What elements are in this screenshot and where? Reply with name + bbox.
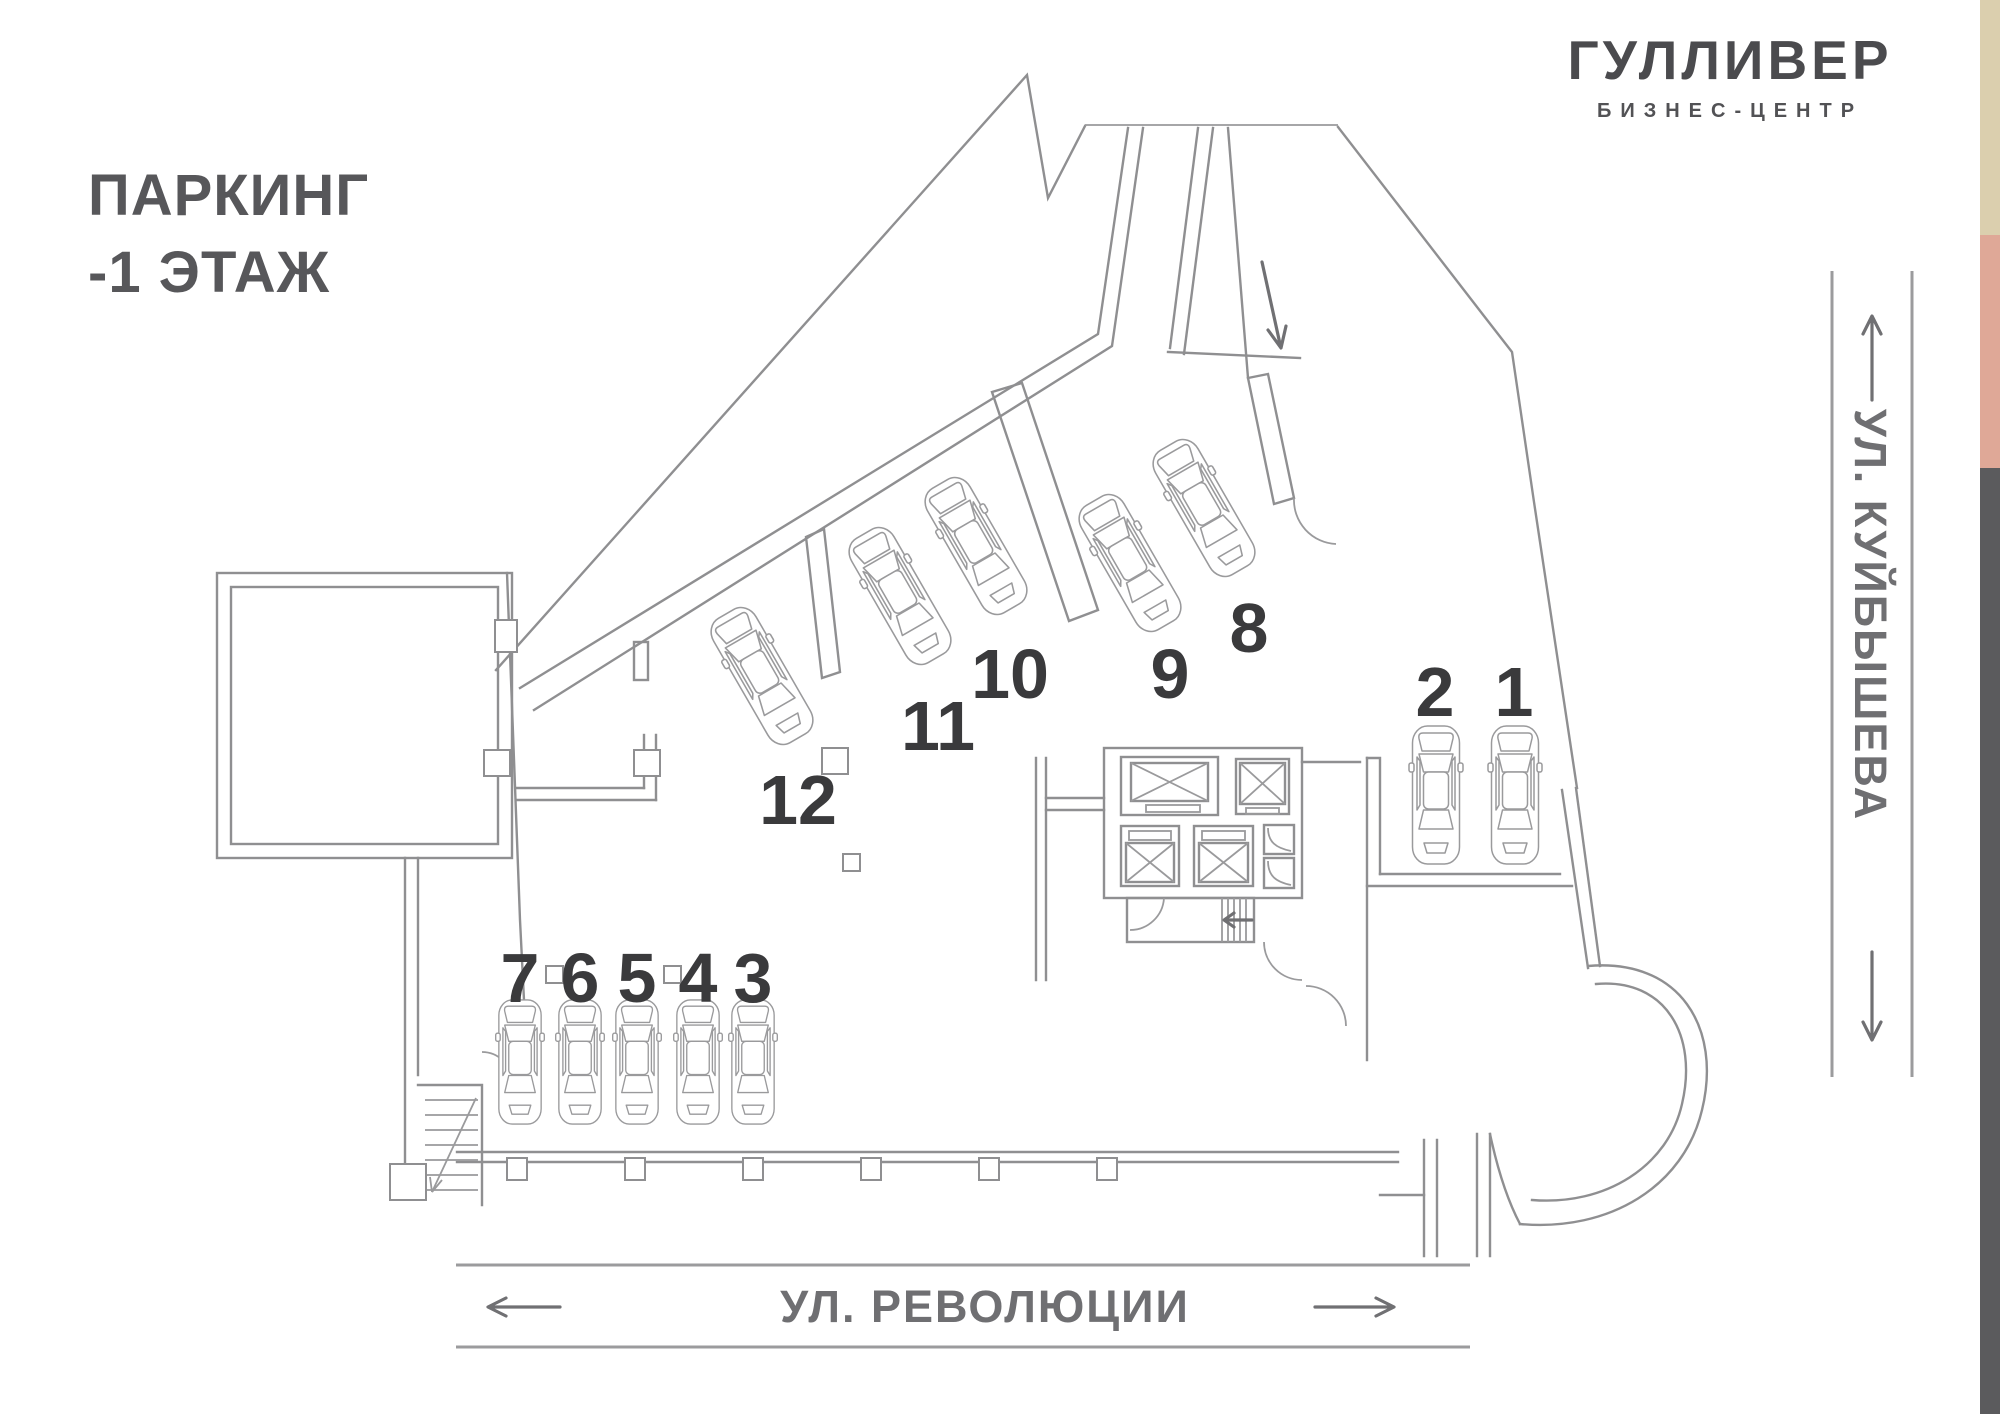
page-title-line2: -1 ЭТАЖ (88, 239, 331, 305)
car-icon-spot-11 (839, 519, 961, 673)
spot-number-3: 3 (734, 939, 773, 1017)
spot-number-11: 11 (901, 687, 975, 765)
arrow-up-icon (1861, 314, 1883, 402)
edge-strip-salmon (1980, 235, 2000, 468)
elevator-shaft-x-icon (1234, 757, 1291, 816)
arrow-down-icon (1861, 950, 1883, 1042)
spot-number-5: 5 (618, 939, 657, 1017)
car-icon-spot-4 (673, 999, 723, 1125)
structural-columns (389, 619, 1118, 1201)
spot-number-8: 8 (1230, 589, 1269, 667)
spot-number-2: 2 (1416, 653, 1455, 731)
car-icon-spot-12 (701, 599, 823, 753)
brand-logo-subtitle: БИЗНЕС-ЦЕНТР (1596, 100, 1864, 122)
street-name-kuybysheva: УЛ. КУЙБЫШЕВА (1845, 408, 1896, 822)
spot-number-7: 7 (501, 939, 540, 1017)
parked-cars (495, 431, 1543, 1125)
elevator-core (1034, 746, 1304, 982)
elevator-shaft-x-icon (1119, 755, 1220, 817)
brand-logo-text: ГУЛЛИВЕР (1567, 29, 1893, 91)
page-title: ПАРКИНГ -1 ЭТАЖ (88, 158, 369, 311)
car-icon-spot-3 (728, 999, 778, 1125)
staircase-icon (1125, 896, 1256, 944)
staircase-icon (425, 1097, 478, 1193)
car-icon-spot-6 (555, 999, 605, 1125)
spot-number-6: 6 (561, 939, 600, 1017)
elevator-shaft-x-icon (1192, 824, 1255, 888)
spot-number-9: 9 (1151, 635, 1190, 713)
edge-strip-beige (1980, 0, 2000, 235)
car-icon-spot-2 (1408, 725, 1464, 865)
car-icon-spot-10 (915, 469, 1037, 623)
street-revolyutsii (456, 1263, 1470, 1349)
spot-number-4: 4 (679, 939, 718, 1017)
car-icon-spot-8 (1143, 431, 1265, 585)
page-title-line1: ПАРКИНГ (88, 163, 370, 228)
car-icon-spot-1 (1487, 725, 1543, 865)
street-name-revolyutsii: УЛ. РЕВОЛЮЦИИ (780, 1281, 1190, 1332)
brand-logo: ГУЛЛИВЕР БИЗНЕС-ЦЕНТР (1555, 28, 1905, 123)
building-walls (215, 72, 1709, 1258)
arrow-right-icon (1313, 1296, 1396, 1318)
entrance-arrow-down-icon (1260, 260, 1288, 350)
edge-strip-gray (1980, 468, 2000, 1414)
arrow-left-icon (486, 1296, 562, 1318)
car-icon-spot-9 (1069, 486, 1191, 640)
shaft-vent-icon (1262, 823, 1296, 890)
car-icon-spot-5 (612, 999, 662, 1125)
car-icon-spot-7 (495, 999, 545, 1125)
spot-number-10: 10 (971, 635, 1049, 713)
spot-number-1: 1 (1495, 653, 1534, 731)
street-kuybysheva (1830, 271, 1914, 1077)
spot-number-12: 12 (759, 761, 837, 839)
spot-numbers: 1 2 3 4 5 6 7 8 9 10 11 12 (501, 589, 1534, 1017)
elevator-shaft-x-icon (1119, 824, 1181, 888)
